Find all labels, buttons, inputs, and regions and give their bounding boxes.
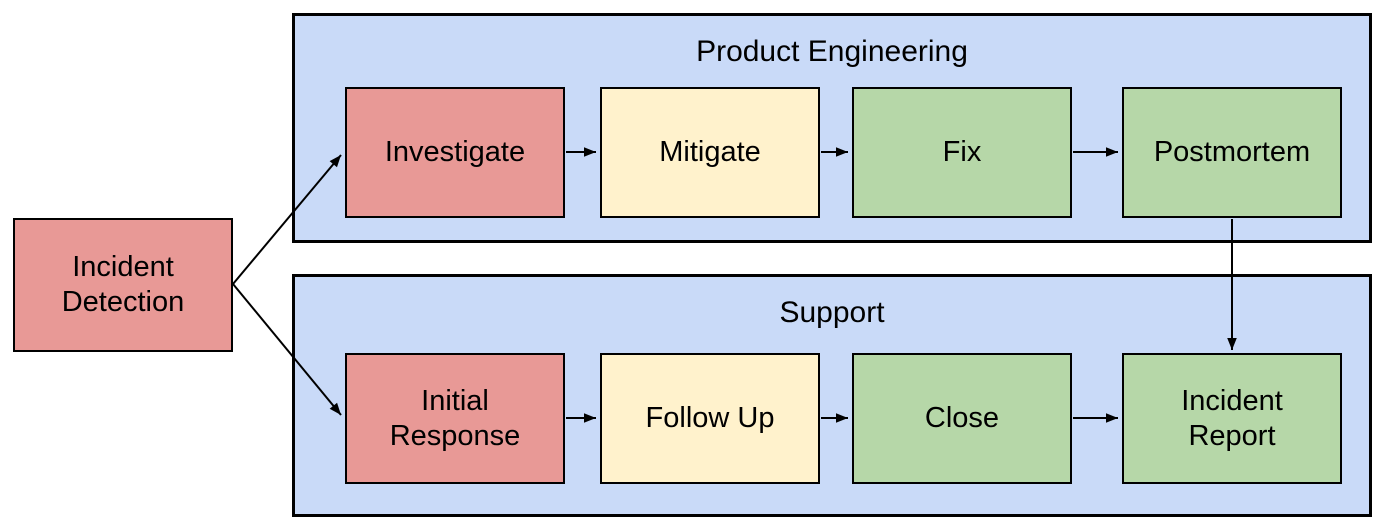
- node-mitigate: Mitigate: [600, 87, 820, 218]
- node-incident-detection: Incident Detection: [13, 218, 233, 352]
- node-postmortem: Postmortem: [1122, 87, 1342, 218]
- node-follow-up: Follow Up: [600, 353, 820, 484]
- node-close: Close: [852, 353, 1072, 484]
- node-investigate: Investigate: [345, 87, 565, 218]
- node-fix: Fix: [852, 87, 1072, 218]
- node-incident-report: Incident Report: [1122, 353, 1342, 484]
- lane-title-product-engineering: Product Engineering: [696, 35, 968, 68]
- lane-title-support: Support: [779, 296, 885, 329]
- node-initial-response: Initial Response: [345, 353, 565, 484]
